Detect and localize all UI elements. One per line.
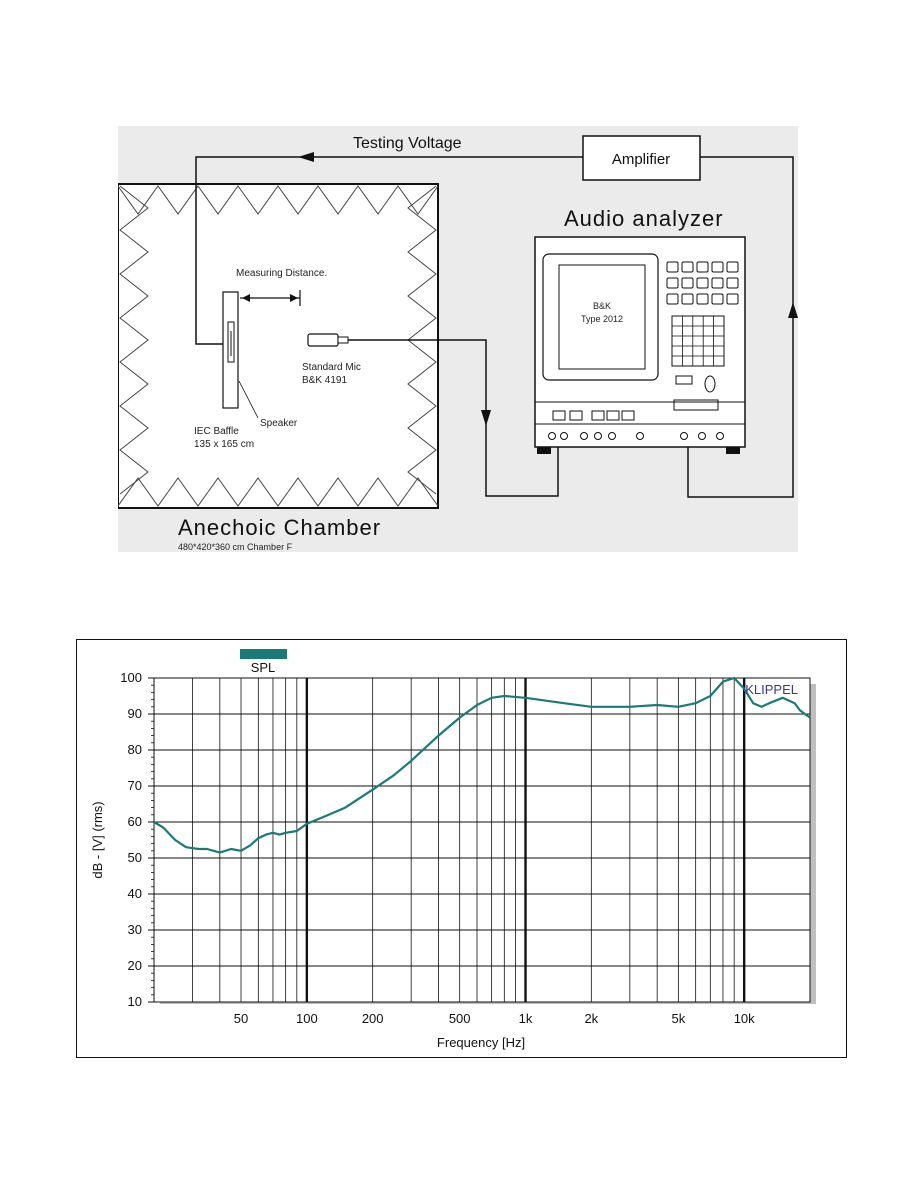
speaker-leader-line — [238, 380, 259, 419]
y-tick-label: 40 — [128, 886, 142, 901]
iec-baffle — [222, 291, 239, 409]
analyzer-key — [726, 261, 739, 273]
analyzer-connector — [580, 432, 588, 440]
analyzer-display-slot — [673, 399, 719, 411]
series-layer — [153, 676, 811, 854]
y-tick-label: 90 — [128, 706, 142, 721]
measuring-distance-marker: Measuring Distance. — [236, 268, 327, 306]
y-tick-label: 10 — [128, 994, 142, 1009]
baffle-label-line1: IEC Baffle — [194, 426, 239, 437]
chamber-wedges-top — [118, 185, 439, 215]
analyzer-connector — [594, 432, 602, 440]
analyzer-button — [591, 410, 605, 421]
x-tick-label: 10k — [734, 1011, 755, 1026]
grid — [154, 677, 810, 1003]
analyzer-key — [711, 261, 724, 273]
baffle-label-line2: 135 x 165 cm — [194, 439, 254, 450]
analyzer-knob — [704, 375, 716, 393]
testing-voltage-label: Testing Voltage — [353, 135, 462, 152]
analyzer-button — [621, 410, 635, 421]
audio-analyzer: Audio analyzer B&K Type 2012 — [534, 206, 746, 454]
analyzer-key — [681, 277, 694, 289]
legend-swatch-spl — [240, 649, 287, 659]
x-tick-label: 2k — [584, 1011, 598, 1026]
x-tick-label: 200 — [362, 1011, 384, 1026]
analyzer-button — [552, 410, 566, 421]
y-tick-label: 20 — [128, 958, 142, 973]
testing-voltage-path: Testing Voltage — [195, 135, 583, 345]
y-axis-ticks: 10 20 30 40 50 60 70 80 90 100 — [120, 670, 154, 1009]
analyzer-to-amplifier-line — [687, 156, 794, 498]
analyzer-key — [681, 293, 694, 305]
x-tick-label: 100 — [296, 1011, 318, 1026]
frequency-response-chart: 10 20 30 40 50 60 70 80 90 100 50 100 200 500 1k 2k 5k 1… — [76, 639, 847, 1058]
speaker-label: Speaker — [260, 418, 298, 429]
y-tick-label: 70 — [128, 778, 142, 793]
analyzer-screen — [558, 264, 646, 370]
chamber-dimensions: 480*420*360 cm Chamber F — [178, 542, 293, 552]
measurement-setup-diagram: Testing Voltage Amplifier Measuring Dist… — [118, 126, 798, 552]
analyzer-connector — [716, 432, 724, 440]
mic-cable — [348, 339, 559, 497]
analyzer-connector — [548, 432, 556, 440]
analyzer-connector — [680, 432, 688, 440]
chamber-title: Anechoic Chamber — [178, 515, 381, 540]
amplifier-box: Amplifier — [582, 135, 701, 181]
arrow-down-icon — [481, 410, 491, 426]
analyzer-foot-right — [726, 447, 740, 454]
analyzer-connector — [560, 432, 568, 440]
arrow-left-icon — [298, 152, 314, 162]
analyzer-foot-left — [537, 447, 551, 454]
y-tick-label: 30 — [128, 922, 142, 937]
y-tick-label: 80 — [128, 742, 142, 757]
analyzer-key — [696, 277, 709, 289]
legend-label-spl: SPL — [251, 660, 276, 675]
analyzer-connector — [636, 432, 644, 440]
audio-analyzer-title: Audio analyzer — [564, 206, 724, 231]
analyzer-key — [726, 277, 739, 289]
analyzer-key — [666, 293, 679, 305]
x-tick-label: 1k — [519, 1011, 533, 1026]
analyzer-key — [711, 293, 724, 305]
analyzer-connector — [608, 432, 616, 440]
measuring-distance-label: Measuring Distance. — [236, 268, 327, 279]
x-tick-label: 500 — [449, 1011, 471, 1026]
x-axis-label: Frequency [Hz] — [437, 1035, 525, 1050]
y-tick-label: 60 — [128, 814, 142, 829]
standard-mic: Standard Mic B&K 4191 — [302, 333, 361, 386]
analyzer-key — [726, 293, 739, 305]
amplifier-label: Amplifier — [612, 151, 670, 168]
y-axis-label: dB - [V] (rms) — [90, 801, 105, 878]
analyzer-button — [675, 375, 693, 385]
arrow-up-icon — [788, 302, 798, 318]
x-tick-label: 50 — [234, 1011, 248, 1026]
analyzer-button — [569, 410, 583, 421]
mic-label-line1: Standard Mic — [302, 362, 361, 373]
series-line-spl — [153, 676, 811, 854]
plot-area — [153, 677, 811, 1003]
mic-label-line2: B&K 4191 — [302, 375, 347, 386]
chamber-outline — [118, 183, 439, 509]
analyzer-key — [696, 261, 709, 273]
analyzer-key — [696, 293, 709, 305]
analyzer-key — [711, 277, 724, 289]
analyzer-button — [606, 410, 620, 421]
analyzer-connector — [698, 432, 706, 440]
anechoic-chamber — [118, 183, 439, 509]
y-tick-label: 50 — [128, 850, 142, 865]
x-tick-label: 5k — [671, 1011, 685, 1026]
chamber-wedges-bottom — [118, 477, 439, 507]
microphone-icon — [307, 333, 339, 347]
analyzer-key — [681, 261, 694, 273]
analyzer-key — [666, 261, 679, 273]
analyzer-model-line2: Type 2012 — [581, 314, 623, 324]
chamber-wedges-left — [119, 185, 149, 495]
x-axis-ticks: 50 100 200 500 1k 2k 5k 10k — [234, 1011, 755, 1026]
y-tick-label: 100 — [120, 670, 142, 685]
analyzer-model-line1: B&K — [593, 301, 611, 311]
analyzer-numpad — [671, 315, 725, 367]
klippel-watermark: KLIPPEL — [745, 682, 798, 697]
analyzer-key — [666, 277, 679, 289]
analyzer-keypad — [548, 261, 739, 440]
